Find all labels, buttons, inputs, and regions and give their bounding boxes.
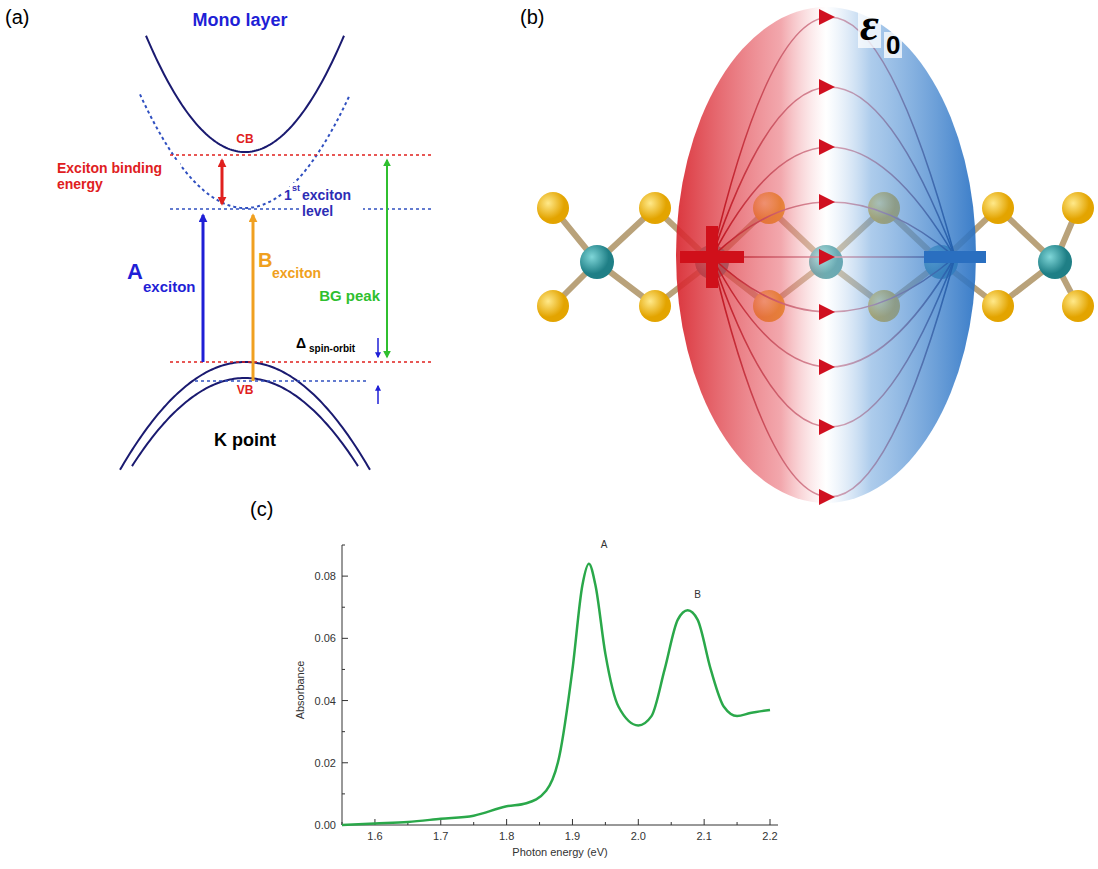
panel-label: (b): [520, 6, 544, 29]
panel-label: (c): [250, 498, 273, 521]
conduction-band: [146, 36, 344, 152]
field-lines: [712, 17, 955, 497]
atom: [1062, 290, 1094, 322]
tick-label: 2.2: [762, 830, 777, 843]
tick-label: 1.7: [433, 830, 448, 843]
axis-title: Absorbance: [294, 661, 307, 720]
cb-level-line: [170, 154, 432, 156]
atom: [537, 192, 569, 224]
transition-label: B: [258, 249, 272, 272]
energy-label: Exciton binding energy: [56, 160, 180, 192]
absorbance-curve: [342, 564, 770, 825]
field-line: [712, 257, 955, 312]
tick-label: 0.08: [315, 570, 336, 583]
a-exciton-arrow: [202, 215, 205, 362]
field-arrowhead: [819, 489, 835, 505]
valence-band-split: [132, 378, 358, 466]
level-label: exciton level: [301, 187, 363, 219]
peak-label: A: [601, 539, 608, 551]
atom: [580, 245, 614, 279]
vb-split-line: [195, 380, 368, 382]
atom: [982, 192, 1014, 224]
field-line: [712, 257, 955, 497]
binding-energy-arrow: [221, 160, 224, 204]
field-line: [712, 257, 955, 427]
vb-level-line: [170, 361, 432, 363]
superscript: st: [291, 183, 301, 193]
tick-label: 0.02: [315, 756, 336, 769]
band-label: CB: [236, 133, 253, 147]
chart-axes: [342, 545, 778, 825]
b-exciton-arrow: [252, 215, 255, 381]
band-gap-arrow: [386, 160, 388, 357]
subscript: 0: [884, 32, 902, 58]
atom: [1038, 245, 1072, 279]
tick-label: 0.04: [315, 694, 336, 707]
tick-label: 1.6: [367, 830, 382, 843]
atom: [982, 290, 1014, 322]
atom: [639, 290, 671, 322]
atom: [537, 290, 569, 322]
atom: [1062, 192, 1094, 224]
band-label: VB: [236, 384, 255, 398]
subscript: exciton: [143, 278, 196, 295]
field-arrowhead: [819, 194, 835, 210]
peak-label: B: [694, 589, 701, 601]
subscript: exciton: [272, 265, 321, 281]
panel-label: (a): [5, 6, 29, 29]
field-arrowhead: [819, 304, 835, 320]
field-line: [712, 202, 955, 257]
negative-charge: [924, 251, 986, 263]
transition-label: A: [127, 259, 143, 284]
axis-title: Photon energy (eV): [512, 846, 607, 859]
spin-orbit-arrow-up: [377, 386, 379, 404]
field-arrowhead: [819, 249, 835, 265]
tick-label: 2.1: [696, 830, 711, 843]
tick-label: 0.00: [315, 819, 336, 832]
field-symbol: ε: [858, 2, 881, 48]
panel-title: Mono layer: [192, 10, 287, 31]
gap-label: BG peak: [319, 287, 380, 304]
tick-label: 1.9: [565, 830, 580, 843]
tick-label: 0.06: [315, 632, 336, 645]
field-arrowhead: [819, 9, 835, 25]
field-arrowhead: [819, 139, 835, 155]
field-line: [712, 257, 955, 367]
field-arrowhead: [819, 419, 835, 435]
tick-label: 2.0: [631, 830, 646, 843]
symbol-label: Δ: [296, 335, 306, 351]
field-line: [712, 87, 955, 257]
field-line: [712, 17, 955, 257]
k-point-label: K point: [214, 430, 276, 451]
valence-band: [120, 362, 370, 470]
field-arrowhead: [819, 359, 835, 375]
subscript: spin-orbit: [309, 343, 355, 355]
field-arrowhead: [819, 79, 835, 95]
positive-charge: [680, 226, 744, 288]
spin-orbit-arrow-down: [377, 338, 379, 357]
field-arrows: [819, 9, 835, 505]
atom: [639, 192, 671, 224]
tick-label: 1.8: [499, 830, 514, 843]
field-line: [712, 147, 955, 257]
